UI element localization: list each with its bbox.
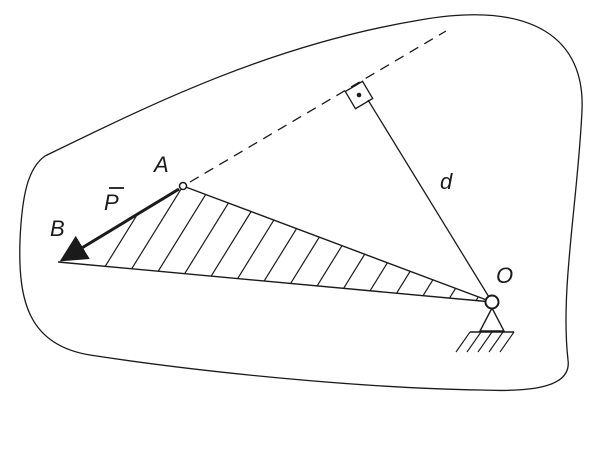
pin-support-icon [455, 294, 515, 353]
line-of-action [189, 30, 447, 183]
arrow-icon [59, 187, 180, 262]
point-o-marker [484, 294, 500, 310]
label-point-o: O [496, 263, 513, 288]
body-outline [19, 14, 583, 392]
point-a-marker [178, 181, 188, 191]
edge-b-o [57, 261, 493, 303]
label-distance-d: d [440, 169, 453, 194]
perpendicular-d [367, 99, 493, 303]
edge-a-o [182, 185, 493, 303]
label-force-p: P [104, 187, 124, 215]
right-angle-marker-icon [344, 80, 374, 110]
svg-text:P: P [104, 190, 119, 215]
label-point-a: A [152, 152, 169, 177]
hatch-lines [71, 186, 492, 302]
label-point-b: B [50, 216, 65, 241]
